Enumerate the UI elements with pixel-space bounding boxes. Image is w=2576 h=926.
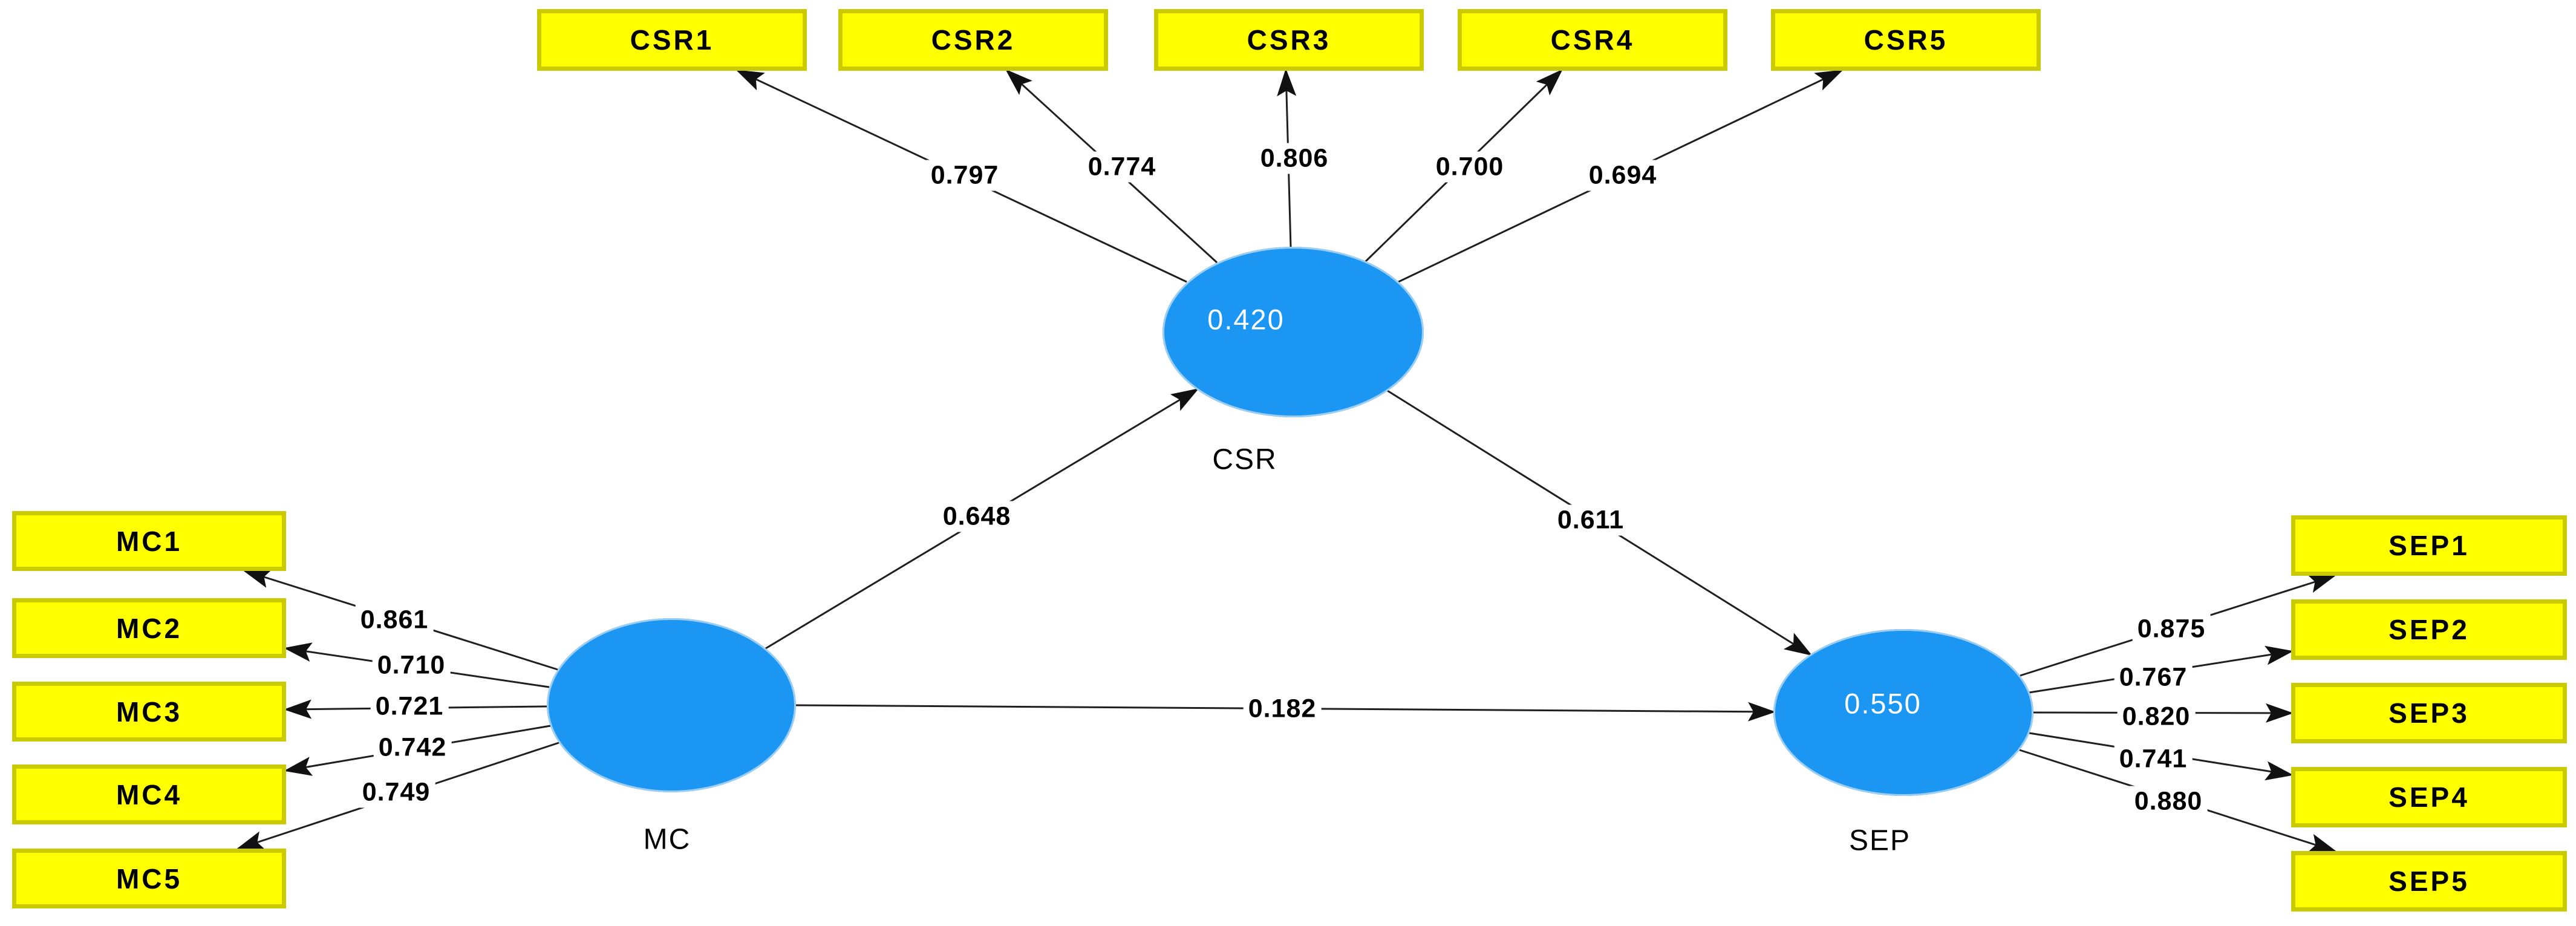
construct-sep-label: SEP [1848, 824, 1911, 857]
loading-csr1: 0.797 [925, 160, 1004, 191]
indicator-csr4[interactable]: CSR4 [1458, 9, 1727, 71]
construct-csr-r-squared: 0.420 [1207, 303, 1285, 336]
loading-sep2: 0.767 [2114, 662, 2193, 693]
construct-sep-ellipse[interactable] [1773, 629, 2033, 796]
construct-csr-label: CSR [1212, 443, 1277, 476]
indicator-mc3[interactable]: MC3 [12, 682, 286, 742]
indicator-sep5-label: SEP5 [2389, 866, 2470, 897]
loading-mc4: 0.742 [373, 732, 452, 763]
indicator-mc5-label: MC5 [116, 862, 183, 895]
loading-sep3: 0.820 [2117, 701, 2196, 732]
construct-csr-ellipse[interactable] [1162, 247, 1424, 417]
indicator-csr2-label: CSR2 [931, 24, 1016, 56]
loading-mc1: 0.861 [355, 604, 434, 636]
indicator-csr5[interactable]: CSR5 [1771, 9, 2041, 71]
indicator-csr2[interactable]: CSR2 [838, 9, 1108, 71]
loading-mc5: 0.749 [357, 777, 435, 808]
indicator-mc4-label: MC4 [116, 778, 183, 810]
loading-sep4: 0.741 [2114, 743, 2193, 775]
path-coef-csr-sep: 0.611 [1552, 504, 1629, 536]
indicator-sep4-label: SEP4 [2389, 781, 2470, 813]
indicator-sep2-label: SEP2 [2389, 614, 2470, 645]
loading-csr4: 0.700 [1430, 151, 1509, 183]
indicator-sep3-label: SEP3 [2389, 697, 2470, 729]
loading-csr5: 0.694 [1583, 160, 1662, 191]
path-coef-mc-csr: 0.648 [937, 501, 1016, 532]
indicator-csr1[interactable]: CSR1 [537, 9, 807, 71]
indicator-mc1[interactable]: MC1 [12, 511, 286, 571]
loading-sep1: 0.875 [2132, 613, 2211, 645]
construct-mc-label: MC [643, 823, 691, 856]
path-coef-mc-sep: 0.182 [1243, 693, 1322, 725]
indicator-csr5-label: CSR5 [1864, 24, 1948, 56]
loading-mc2: 0.710 [372, 650, 451, 681]
indicator-sep2[interactable]: SEP2 [2291, 599, 2567, 660]
indicator-mc5[interactable]: MC5 [12, 849, 286, 908]
indicator-mc3-label: MC3 [116, 696, 183, 728]
construct-sep-r-squared: 0.550 [1844, 687, 1922, 720]
indicator-csr3-label: CSR3 [1247, 24, 1331, 56]
loading-csr3: 0.806 [1255, 143, 1334, 174]
indicator-sep5[interactable]: SEP5 [2291, 851, 2567, 911]
indicator-sep1-label: SEP1 [2389, 530, 2470, 561]
indicator-sep1[interactable]: SEP1 [2291, 515, 2567, 576]
indicator-mc2[interactable]: MC2 [12, 598, 286, 658]
indicator-sep4[interactable]: SEP4 [2291, 767, 2567, 827]
loading-mc3: 0.721 [370, 691, 449, 722]
construct-mc-ellipse[interactable] [547, 618, 796, 792]
indicator-csr3[interactable]: CSR3 [1154, 9, 1424, 71]
loading-sep5: 0.880 [2129, 786, 2208, 817]
indicator-csr1-label: CSR1 [630, 24, 714, 56]
indicator-mc2-label: MC2 [116, 612, 183, 644]
indicator-mc4[interactable]: MC4 [12, 765, 286, 824]
indicator-mc1-label: MC1 [116, 525, 183, 557]
loading-csr2: 0.774 [1083, 151, 1161, 183]
indicator-sep3[interactable]: SEP3 [2291, 683, 2567, 743]
indicator-csr4-label: CSR4 [1550, 24, 1635, 56]
